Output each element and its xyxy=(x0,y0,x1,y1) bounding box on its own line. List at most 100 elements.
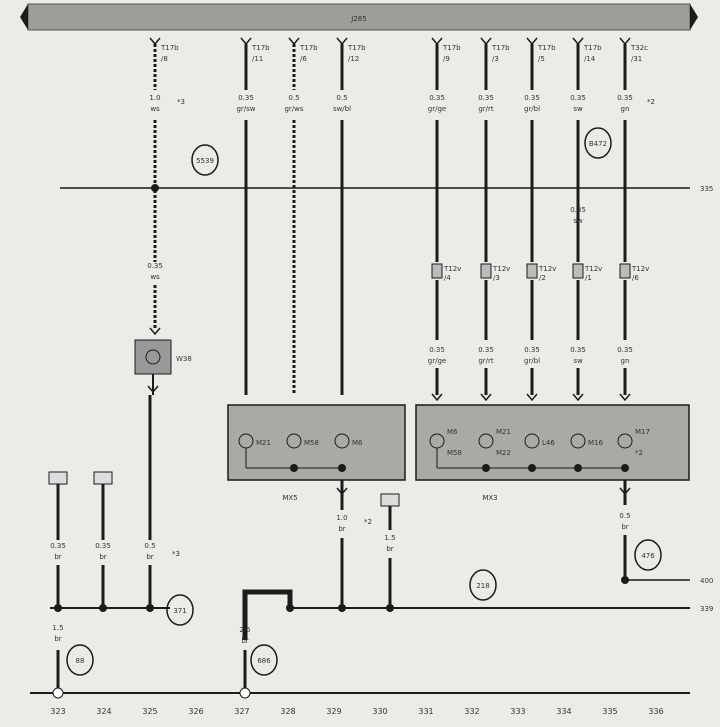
wire-size: 0.35 xyxy=(429,94,445,102)
connector-pin-number: /3 xyxy=(492,55,499,63)
wire-color: gr/ge xyxy=(428,105,446,113)
connector-arrow-icon xyxy=(431,393,443,402)
column-number: 325 xyxy=(142,707,157,716)
ground-ref-label: 476 xyxy=(641,552,655,560)
bar-right-arrow-icon xyxy=(690,4,698,30)
connector-pin: T17b xyxy=(251,44,270,52)
column-number: 336 xyxy=(648,707,663,716)
lamp-label: *2 xyxy=(635,449,643,457)
connector-arrow-icon xyxy=(572,37,584,46)
wire-color: gn xyxy=(621,105,630,113)
wire-size: 0.35 xyxy=(524,94,540,102)
ref-label: 339 xyxy=(700,605,713,613)
ground-terminal xyxy=(239,687,251,699)
ground-ref-label: 686 xyxy=(257,657,271,665)
junction-dot xyxy=(338,464,346,472)
lamp-icon xyxy=(145,349,161,365)
ground-ref-label: 218 xyxy=(476,582,489,590)
connector-pin-number: /12 xyxy=(348,55,359,63)
wire-note: *3 xyxy=(177,98,185,106)
lamp-label: M6 xyxy=(447,428,458,436)
connector-pin: T17b xyxy=(160,44,179,52)
connector-box xyxy=(526,263,538,279)
column-number: 329 xyxy=(326,707,341,716)
connector-pin-number: /8 xyxy=(161,55,168,63)
lamp-label: M16 xyxy=(588,439,603,447)
connector-pin: T17b xyxy=(583,44,602,52)
wire-size: 0.35 xyxy=(570,346,586,354)
wire-size: 0.35 xyxy=(617,346,633,354)
wire-size: 0.5 xyxy=(288,94,299,102)
wire-note: *2 xyxy=(647,98,655,106)
wire-color: gr/ge xyxy=(428,357,446,365)
connector-arrow-icon xyxy=(149,327,161,336)
lamp-label: M58 xyxy=(304,439,319,447)
wire-color: gr/rt xyxy=(478,105,494,113)
wire-size: 0.35 xyxy=(147,262,163,270)
wire-size: 0.35 xyxy=(95,542,111,550)
connector-pin: T12v xyxy=(538,265,556,273)
column-number: 331 xyxy=(418,707,433,716)
lamp-icon xyxy=(617,433,633,449)
connector-arrow-icon xyxy=(336,487,348,496)
wire-size: 0.35 xyxy=(524,346,540,354)
lamp-label: W38 xyxy=(176,355,192,363)
lamp-label: M22 xyxy=(496,449,511,457)
connector-pin: T32c xyxy=(630,44,648,52)
connector-pin-number: /9 xyxy=(443,55,450,63)
column-number: 334 xyxy=(556,707,571,716)
junction-dot xyxy=(574,464,582,472)
junction-dot xyxy=(621,464,629,472)
ground-ref-circle xyxy=(250,644,278,676)
wire-color: br xyxy=(386,545,393,553)
wire-size: 2.5 xyxy=(239,626,250,634)
ground-ref-circle xyxy=(191,144,219,176)
lamp-icon xyxy=(286,433,302,449)
connector-pin-number: /1 xyxy=(585,274,592,282)
connector-box xyxy=(480,263,492,279)
wire-color: sw xyxy=(573,357,583,365)
ground-ref-circle xyxy=(584,127,612,159)
lamp-label: M21 xyxy=(256,439,271,447)
lamp-label: M21 xyxy=(496,428,511,436)
wire-size: 0.5 xyxy=(336,94,347,102)
wire-color: ws xyxy=(150,105,160,113)
connector-pin: T12v xyxy=(492,265,510,273)
lamp-w38-box xyxy=(134,339,172,375)
wire-color: gr/rt xyxy=(478,357,494,365)
connector-arrow-icon xyxy=(336,37,348,46)
wire-color: gr/bl xyxy=(524,357,540,365)
connector-arrow-icon xyxy=(147,385,159,394)
connector-arrow-icon xyxy=(149,37,161,46)
lamp-label: M17 xyxy=(635,428,650,436)
connector-arrow-icon xyxy=(526,393,538,402)
wire-color: gr/sw xyxy=(236,105,255,113)
wire-size: 1.0 xyxy=(149,94,160,102)
ref-label: 335 xyxy=(700,185,713,193)
connector-pin: T12v xyxy=(443,265,461,273)
lamp-label: M58 xyxy=(447,449,462,457)
connector-box xyxy=(380,493,400,507)
wire-size: 0.35 xyxy=(478,346,494,354)
connector-pin-number: /6 xyxy=(632,274,639,282)
wire-size: 0.35 xyxy=(617,94,633,102)
wire-size: 0.35 xyxy=(429,346,445,354)
column-number: 326 xyxy=(188,707,203,716)
ground-ref-label: 371 xyxy=(173,607,186,615)
connector-box xyxy=(48,471,68,485)
module-label: MX5 xyxy=(282,494,297,502)
wire-size: 1.5 xyxy=(52,624,63,632)
connector-pin-number: /11 xyxy=(252,55,263,63)
column-number: 332 xyxy=(464,707,479,716)
column-number: 323 xyxy=(50,707,65,716)
connector-arrow-icon xyxy=(619,37,631,46)
wire-color: sw xyxy=(573,105,583,113)
wire-color: sw xyxy=(573,217,583,225)
ground-ref-circle xyxy=(66,644,94,676)
wire-size: 0.35 xyxy=(570,206,586,214)
ground-ref-label: 88 xyxy=(76,657,85,665)
connector-arrow-icon xyxy=(619,487,631,496)
column-number: 330 xyxy=(372,707,387,716)
connector-pin-number: /6 xyxy=(300,55,307,63)
bridge-wire xyxy=(242,589,293,640)
